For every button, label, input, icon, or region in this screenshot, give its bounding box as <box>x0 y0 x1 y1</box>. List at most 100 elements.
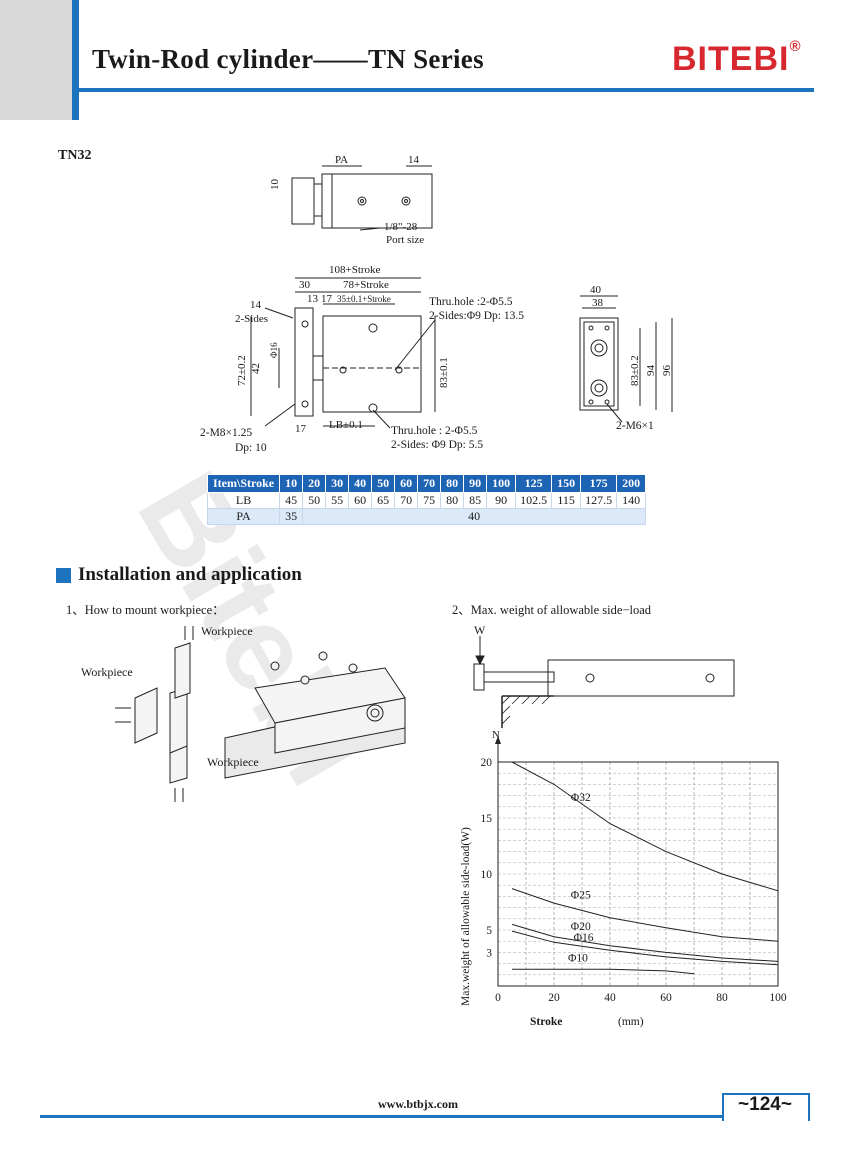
port-thread: 1/8"-28 <box>384 221 418 233</box>
front-view-drawing: 108+Stroke 30 78+Stroke 13 17 35±0.1+Str… <box>200 264 524 454</box>
table-cell: 45 <box>279 492 304 509</box>
side-view-drawing: 40 38 83±0.2 94 96 2-M6×1 <box>579 284 673 432</box>
series-label: Φ10 <box>568 952 588 964</box>
table-cell: 35 <box>279 508 304 525</box>
thru-hole-note-1: Thru.hole :2-Φ5.5 <box>429 296 513 308</box>
series-line <box>511 888 779 942</box>
subsection-side-load: 2、Max. weight of allowable side−load <box>452 603 652 617</box>
x-tick-label: 100 <box>769 992 787 1004</box>
footer-url: www.btbjx.com <box>378 1097 458 1111</box>
table-row-pa: PA 35 40 <box>206 508 647 525</box>
dim-13: 13 <box>307 293 319 305</box>
thru-hole-note-2: Thru.hole : 2-Φ5.5 <box>391 425 478 437</box>
table-cell: 60 <box>348 492 373 509</box>
thru-hole-note-2b: 2-Sides: Φ9 Dp: 5.5 <box>391 439 483 451</box>
model-label: TN32 <box>58 148 92 163</box>
x-tick-label: 60 <box>660 992 672 1004</box>
y-axis-label: Max.weight of allowable side-load(W) <box>460 827 472 1006</box>
side-load-illustration: W <box>473 623 735 728</box>
two-sides-label: 2-Sides <box>235 313 268 325</box>
table-header-cell: 40 <box>348 474 373 493</box>
port-size-label: Port size <box>386 234 424 246</box>
section-marker <box>56 568 71 583</box>
side-dim-94: 94 <box>645 365 657 377</box>
table-cell: 85 <box>463 492 488 509</box>
series-line <box>511 930 779 966</box>
header-blue-bar <box>72 0 79 120</box>
side-dim-40: 40 <box>590 284 602 296</box>
dim-83: 83±0.1 <box>438 357 450 388</box>
header-grey-block <box>0 0 72 120</box>
series-line <box>511 761 779 892</box>
y-tick-label: 10 <box>481 869 493 881</box>
dim-108-stroke: 108+Stroke <box>329 264 381 276</box>
side-dim-96: 96 <box>661 365 673 377</box>
table-header-cell: 60 <box>394 474 419 493</box>
dim-pa: PA <box>335 154 348 166</box>
page-title: Twin-Rod cylinder——TN Series <box>92 44 484 74</box>
dim-17: 17 <box>321 293 333 305</box>
y-tick-label: 15 <box>481 813 493 825</box>
dim-14: 14 <box>408 154 420 166</box>
table-header-cell: 80 <box>440 474 465 493</box>
brand-registered-mark: ® <box>789 38 802 55</box>
table-cell: 75 <box>417 492 442 509</box>
header-rule <box>79 88 814 92</box>
table-cell: 102.5 <box>515 492 553 509</box>
y-axis-arrow <box>495 736 501 744</box>
table-cell: 140 <box>616 492 647 509</box>
dim-phi16: Φ16 <box>269 342 279 358</box>
section-title: Installation and application <box>78 564 302 585</box>
brand-name: BITEBI <box>672 40 790 78</box>
brand-logo: BITEBI® <box>672 38 802 79</box>
table-header-cell: 150 <box>551 474 582 493</box>
x-axis-label: Stroke <box>530 1016 562 1028</box>
table-header-cell: 70 <box>417 474 442 493</box>
load-w-label: W <box>474 623 486 637</box>
series-label: Φ16 <box>574 932 594 944</box>
m6-thread-label: 2-M6×1 <box>616 420 654 432</box>
table-header-cell: 20 <box>302 474 327 493</box>
page-number-box <box>722 1093 810 1121</box>
series-line <box>511 923 779 962</box>
workpiece-label-left: Workpiece <box>81 665 133 679</box>
thru-hole-note-1b: 2-Sides:Φ9 Dp: 13.5 <box>429 310 524 322</box>
dim-72: 72±0.2 <box>236 355 248 386</box>
m8-thread-label: 2-M8×1.25 <box>200 427 252 439</box>
table-cell: 115 <box>551 492 582 509</box>
y-tick-label: 5 <box>486 925 492 937</box>
table-header-cell: 175 <box>580 474 618 493</box>
x-tick-label: 20 <box>548 992 560 1004</box>
plot-frame <box>497 761 779 987</box>
footer-rule <box>40 1115 810 1118</box>
series-label: Φ25 <box>571 890 591 902</box>
y-tick-label: 20 <box>481 757 493 769</box>
x-axis-unit: (mm) <box>618 1016 644 1028</box>
series-line <box>512 968 695 975</box>
table-cell: 80 <box>440 492 465 509</box>
dim-35-stroke: 35±0.1+Stroke <box>337 294 391 304</box>
x-tick-label: 0 <box>495 992 501 1004</box>
dim-17-bottom: 17 <box>295 423 307 435</box>
dim-lb: LB±0.1 <box>329 419 363 431</box>
table-header-cell: 125 <box>515 474 553 493</box>
table-cell: 55 <box>325 492 350 509</box>
dim-30: 30 <box>299 279 311 291</box>
x-tick-label: 80 <box>716 992 728 1004</box>
dim-10: 10 <box>269 179 281 191</box>
mounting-illustration: Workpiece Workpiece Workpiece <box>81 624 406 802</box>
dim-14-side: 14 <box>250 299 262 311</box>
subsection-mount: 1、How to mount workpiece： <box>66 603 225 617</box>
series-label: Φ32 <box>571 792 591 804</box>
workpiece-label-top: Workpiece <box>201 624 253 638</box>
table-cell: 127.5 <box>580 492 618 509</box>
y-tick-label: 3 <box>486 947 492 959</box>
series-label: Φ20 <box>571 921 591 933</box>
table-header-cell: 100 <box>486 474 517 493</box>
table-cell: 40 <box>302 508 647 525</box>
side-dim-38: 38 <box>592 297 604 309</box>
